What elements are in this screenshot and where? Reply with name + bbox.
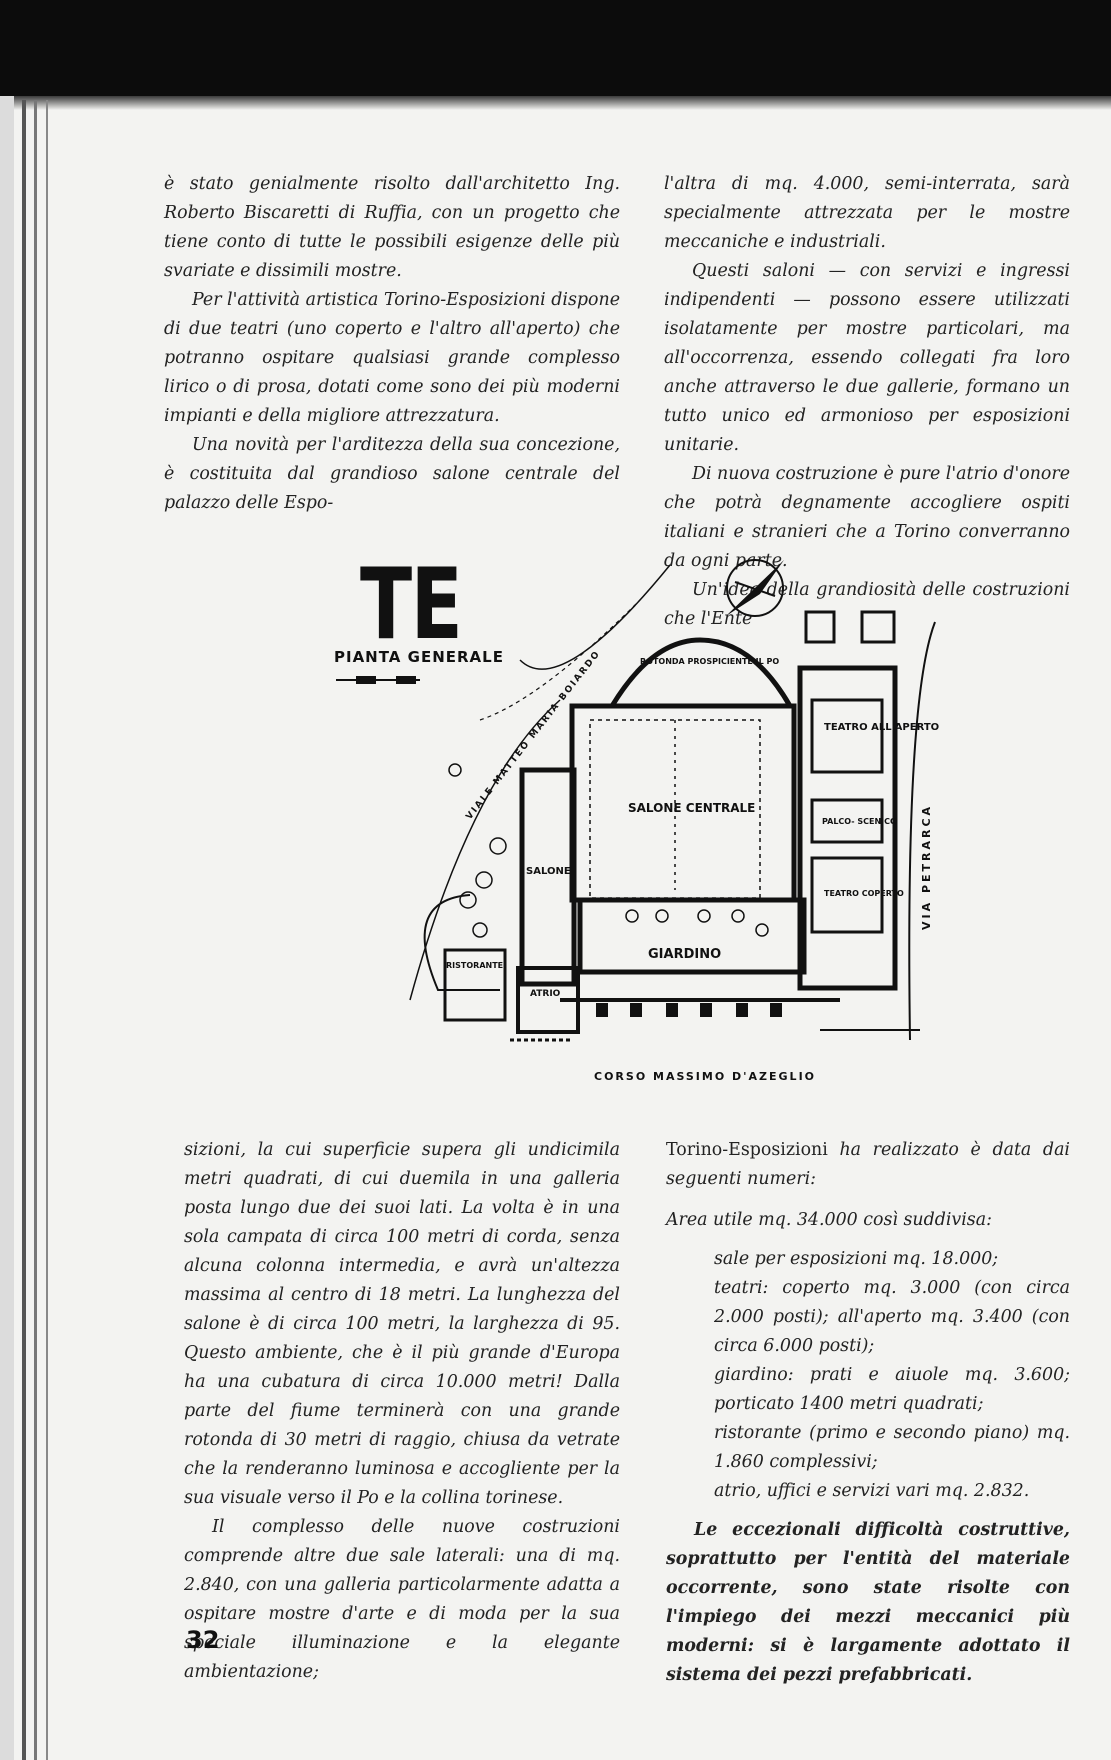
binding-line [46,100,48,1760]
intro-text: ha realizzato è data dai seguenti numeri… [666,1140,1070,1189]
label-corso: CORSO MASSIMO D'AZEGLIO [594,1070,816,1083]
list-item: atrio, uffici e servizi vari mq. 2.832. [714,1481,1030,1501]
paragraph: Questi saloni — con servizi e ingressi i… [664,261,1070,455]
compass-rose-icon [726,559,784,617]
paragraph: Una novità per l'arditezza della sua con… [164,435,620,513]
paragraph: Per l'attività artistica Torino-Esposizi… [164,290,620,426]
paragraph: Di nuova costruzione è pure l'atrio d'on… [664,464,1070,571]
text-column-right-bottom: Torino-Esposizioni ha realizzato è data … [666,1136,1070,1690]
street-via-petrarca [908,621,936,1041]
plan-title: PIANTA GENERALE [334,648,504,666]
area-list: sale per esposizioni mq. 18.000; teatri:… [666,1245,1070,1506]
list-item: teatri: coperto mq. 3.000 (con circa 2.0… [714,1278,1070,1356]
scan-left-edge [0,96,14,1760]
label-ristorante: RISTORANTE [446,961,503,970]
scan-shadow [0,96,1111,110]
label-salone-centrale: SALONE CENTRALE [628,801,755,815]
tree-icons [448,763,769,938]
paragraph: Un'idea della grandiosità delle costruzi… [664,580,1070,629]
paragraph: è stato genialmente risolto dall'archite… [164,174,620,281]
label-giardino: GIARDINO [648,947,721,962]
label-viale: VIALE MATTEO MARIA BOIARDO [464,649,602,822]
list-item: ristorante (primo e secondo piano) mq. 1… [714,1423,1070,1472]
street-viale [409,564,671,1001]
label-palcoscenico: PALCO- SCENICO [822,817,897,826]
scale-bar [336,676,420,684]
label-teatro-coperto: TEATRO COPERTO [824,889,904,898]
paragraph: l'altra di mq. 4.000, semi-interrata, sa… [664,174,1070,252]
porticato-pillars [596,1003,782,1017]
label-atrio: ATRIO [530,989,561,999]
intro-org-name: Torino-Esposizioni [666,1140,828,1160]
list-item: sale per esposizioni mq. 18.000; [714,1249,999,1269]
text-column-left-bottom: sizioni, la cui superficie supera gli un… [184,1136,620,1687]
paragraph: Il complesso delle nuove costruzioni com… [184,1517,620,1682]
text-column-left-top: è stato genialmente risolto dall'archite… [164,170,620,518]
label-salone: SALONE [526,866,571,877]
paragraph-closing: Le eccezionali difficoltà costruttive, s… [666,1520,1070,1685]
binding-line [22,100,26,1760]
plan-title-logo: TE [360,548,463,662]
label-via-petrarca: VIA PETRARCA [920,804,933,930]
building-outline [423,610,920,1042]
label-teatro-aperto: TEATRO ALL'APERTO [824,722,939,733]
text-column-right-top: l'altra di mq. 4.000, semi-interrata, sa… [664,170,1070,634]
list-item: giardino: prati e aiuole mq. 3.600; port… [714,1365,1070,1414]
paragraph: sizioni, la cui superficie supera gli un… [184,1140,620,1508]
paragraph-intro: Torino-Esposizioni ha realizzato è data … [666,1136,1070,1194]
scan-top-border [0,0,1111,100]
label-rotonda: ROTONDA PROSPICIENTE IL PO [640,657,779,666]
binding-line [34,100,37,1760]
page-number: 32 [186,1626,220,1654]
area-heading: Area utile mq. 34.000 così suddivisa: [666,1210,992,1230]
